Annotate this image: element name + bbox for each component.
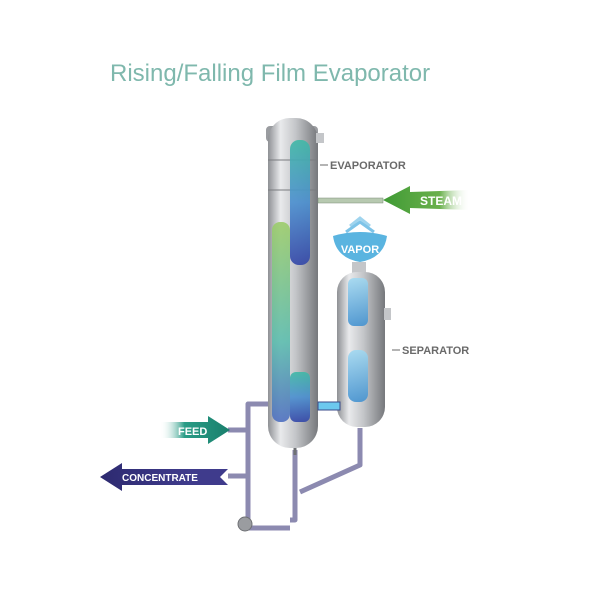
steam-label: STEAM (420, 194, 462, 208)
vapor-indicator: VAPOR (333, 216, 387, 262)
evaporator-label: EVAPORATOR (330, 160, 406, 172)
steam-inlet-pipe (317, 197, 384, 204)
feed-label: FEED (178, 426, 207, 438)
concentrate-arrow: CONCENTRATE (100, 463, 228, 491)
pump-icon (237, 516, 253, 532)
concentrate-label: CONCENTRATE (122, 473, 198, 484)
diagram-title: Rising/Falling Film Evaporator (110, 60, 431, 87)
separator-label: SEPARATOR (402, 345, 469, 357)
steam-arrow: STEAM (383, 186, 470, 214)
piping (228, 401, 363, 531)
feed-arrow: FEED (160, 416, 230, 444)
separator-vessel (317, 262, 391, 427)
vapor-label: VAPOR (341, 244, 379, 256)
evaporator-vessel (266, 118, 324, 455)
